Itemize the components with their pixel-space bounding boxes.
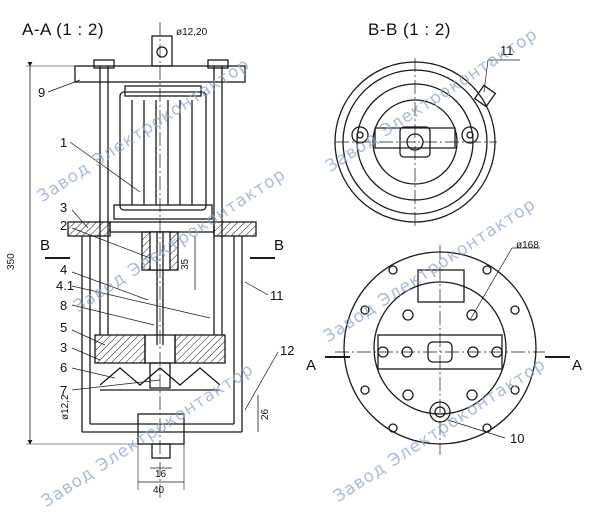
callout-7: 7 bbox=[60, 383, 67, 398]
callout-9: 9 bbox=[38, 85, 45, 100]
section-b-b-title: B-B (1 : 2) bbox=[368, 20, 451, 39]
callout-3: 3 bbox=[60, 200, 67, 215]
callout-11a: 11 bbox=[270, 288, 284, 303]
callout-1: 1 bbox=[60, 135, 67, 150]
callout-4-1: 4.1 bbox=[56, 278, 74, 293]
section-a-a-drawing bbox=[26, 22, 279, 500]
section-a-left: A bbox=[306, 357, 316, 374]
section-b-right: B bbox=[274, 237, 284, 254]
top-eye bbox=[151, 35, 173, 67]
dim-16: 16 bbox=[155, 469, 167, 480]
callout-5: 5 bbox=[60, 320, 67, 335]
section-b-left: B bbox=[40, 237, 50, 254]
section-b-b-drawing bbox=[334, 58, 520, 226]
dimension-labels: ø12,20 350 35 26 ø12,2 16 40 ø168 bbox=[6, 27, 539, 496]
dim-40: 40 bbox=[153, 485, 165, 496]
section-a-right: A bbox=[572, 357, 582, 374]
part-callouts: 9 1 3 2 B B 4 4.1 8 5 3 6 7 11 12 11 10 … bbox=[38, 43, 582, 446]
callout-6: 6 bbox=[60, 360, 67, 375]
dim-bottom-diameter: ø12,2 bbox=[60, 394, 71, 420]
dim-top-diameter: ø12,20 bbox=[176, 27, 208, 38]
callout-12: 12 bbox=[280, 343, 294, 358]
bottom-view-drawing bbox=[325, 245, 570, 455]
motor bbox=[119, 91, 207, 211]
dim-168: ø168 bbox=[516, 240, 539, 251]
callout-8: 8 bbox=[60, 298, 67, 313]
callout-3b: 3 bbox=[60, 340, 67, 355]
callout-11b: 11 bbox=[500, 43, 514, 58]
section-a-a-title: A-A (1 : 2) bbox=[22, 20, 105, 39]
dim-35: 35 bbox=[180, 258, 191, 270]
dim-26: 26 bbox=[260, 408, 271, 420]
dim-height-350: 350 bbox=[6, 253, 17, 270]
callout-10: 10 bbox=[510, 431, 524, 446]
callout-2: 2 bbox=[60, 218, 67, 233]
callout-4: 4 bbox=[60, 262, 67, 277]
